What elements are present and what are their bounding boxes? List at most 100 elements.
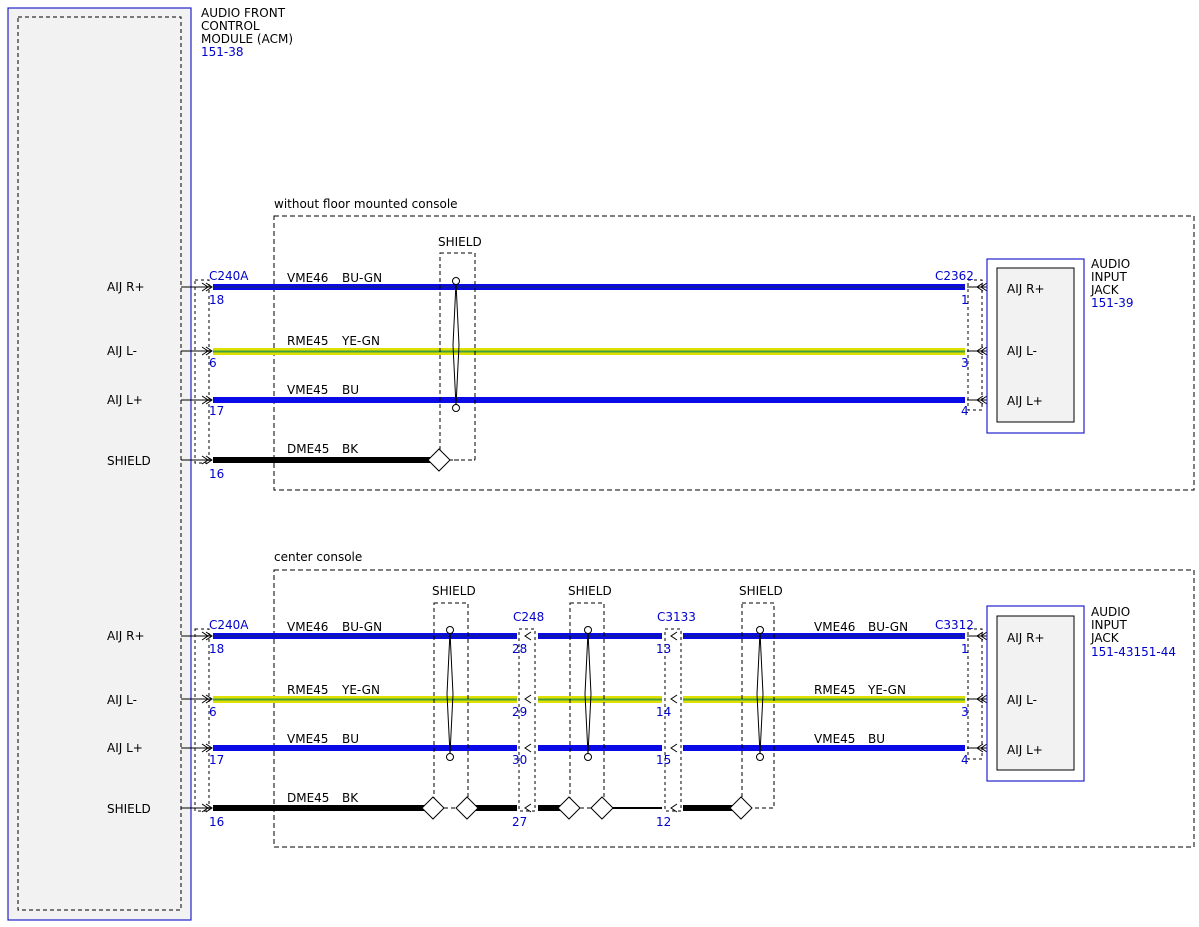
acm-module-border xyxy=(7,7,192,921)
shield-drain-icon xyxy=(455,796,479,820)
jack-pin-label: AIJ R+ xyxy=(1007,282,1045,296)
shield-label: SHIELD xyxy=(432,584,476,598)
wire-dme45-bk xyxy=(538,805,568,811)
wire-dme45-bk xyxy=(213,805,430,811)
shield-label: SHIELD xyxy=(438,235,482,249)
jack-name-line2: INPUT xyxy=(1091,270,1128,284)
connector-c240a-outline xyxy=(194,628,210,812)
color-label: BU xyxy=(342,732,359,746)
audio-jack-body xyxy=(996,615,1075,771)
wire-dme45-bk xyxy=(472,805,517,811)
pin-number: 27 xyxy=(512,815,527,829)
acm-pin-label: AIJ R+ xyxy=(107,280,145,294)
wire-vme45-bu xyxy=(213,745,517,751)
pin-number: 17 xyxy=(209,753,224,767)
connector-label: C248 xyxy=(513,610,544,624)
connector-label: C240A xyxy=(209,269,249,283)
pin-number: 12 xyxy=(656,815,671,829)
acm-pin-label: SHIELD xyxy=(107,454,151,468)
pin-number: 30 xyxy=(512,753,527,767)
connector-label: C2362 xyxy=(935,269,974,283)
section-title: without floor mounted console xyxy=(274,197,458,211)
pin-number: 6 xyxy=(209,705,217,719)
twisted-pair-icon xyxy=(452,282,460,407)
color-label: BU xyxy=(868,732,885,746)
shield-drain-icon xyxy=(729,796,753,820)
pin-number: 4 xyxy=(961,753,969,767)
jack-name-line3: JACK xyxy=(1090,283,1120,297)
connector-arrow-icon xyxy=(976,743,988,753)
acm-pin-label: AIJ R+ xyxy=(107,629,145,643)
color-label: BU-GN xyxy=(342,620,382,634)
section-outline xyxy=(273,569,1195,848)
shield-outline xyxy=(741,602,775,809)
twisted-pair-icon xyxy=(446,631,454,755)
connector-arrow-icon xyxy=(976,694,988,704)
shield-outline xyxy=(433,602,469,809)
circuit-label: RME45 xyxy=(814,683,856,697)
twisted-pair-end-icon xyxy=(756,626,764,634)
acm-pin-label: AIJ L- xyxy=(107,693,137,707)
connector-c3312-outline xyxy=(967,628,983,760)
section-center-console: center console AIJ R+ AIJ L- AIJ L+ SHIE… xyxy=(107,550,1195,848)
acm-pin-label: AIJ L+ xyxy=(107,393,143,407)
shield-drain-icon xyxy=(590,796,614,820)
acm-module-inner-outline xyxy=(17,16,182,911)
connector-arrow-icon xyxy=(976,631,988,641)
connector-arrow-icon xyxy=(201,743,213,753)
connector-arrow-icon xyxy=(976,395,988,405)
pin-number: 13 xyxy=(656,642,671,656)
circuit-label: RME45 xyxy=(287,334,329,348)
shield-outline xyxy=(569,602,605,809)
pin-number: 16 xyxy=(209,467,224,481)
connector-arrow-icon xyxy=(670,631,678,641)
circuit-label: VME45 xyxy=(287,732,328,746)
shield-label: SHIELD xyxy=(739,584,783,598)
pin-number: 15 xyxy=(656,753,671,767)
connector-c2362-outline xyxy=(967,279,983,411)
pin-number: 29 xyxy=(512,705,527,719)
circuit-label: VME45 xyxy=(814,732,855,746)
shield-drain-icon xyxy=(421,796,445,820)
twisted-pair-end-icon xyxy=(584,626,592,634)
section-without-floor-console: without floor mounted console AIJ R+ AIJ… xyxy=(107,197,1195,491)
twisted-pair-end-icon xyxy=(452,404,460,412)
color-label: YE-GN xyxy=(341,683,380,697)
color-label: BU xyxy=(342,383,359,397)
jack-name-line1: AUDIO xyxy=(1091,257,1130,271)
twisted-pair-end-icon xyxy=(756,753,764,761)
connector-label: C3312 xyxy=(935,618,974,632)
jack-pin-label: AIJ L- xyxy=(1007,693,1037,707)
jack-name-line2: INPUT xyxy=(1091,618,1128,632)
jack-name-line3: JACK xyxy=(1090,631,1120,645)
connector-arrow-icon xyxy=(201,694,213,704)
pin-number: 16 xyxy=(209,815,224,829)
pin-number: 14 xyxy=(656,705,671,719)
circuit-label: DME45 xyxy=(287,442,329,456)
twisted-pair-end-icon xyxy=(446,753,454,761)
connector-arrow-icon xyxy=(201,346,213,356)
jack-pin-label: AIJ L+ xyxy=(1007,394,1043,408)
color-label: YE-GN xyxy=(341,334,380,348)
wire-vme45-bu xyxy=(683,745,965,751)
acm-pin-label: AIJ L- xyxy=(107,344,137,358)
connector-c240a-outline xyxy=(194,279,210,464)
section-title: center console xyxy=(274,550,362,564)
pin-number: 28 xyxy=(512,642,527,656)
color-label: BU-GN xyxy=(342,271,382,285)
jack-ref: 151-43151-44 xyxy=(1091,645,1176,659)
pin-number: 3 xyxy=(961,705,969,719)
connector-arrow-icon xyxy=(524,743,532,753)
connector-arrow-icon xyxy=(201,395,213,405)
pin-number: 4 xyxy=(961,404,969,418)
connector-c3133-outline xyxy=(664,628,682,812)
circuit-label: VME45 xyxy=(287,383,328,397)
acm-pin-label: SHIELD xyxy=(107,802,151,816)
connector-label: C240A xyxy=(209,618,249,632)
jack-ref: 151-39 xyxy=(1091,296,1134,310)
acm-module: AUDIO FRONT CONTROL MODULE (ACM) 151-38 xyxy=(7,6,293,921)
connector-arrow-icon xyxy=(201,631,213,641)
connector-arrow-icon xyxy=(524,631,532,641)
acm-name-line2: CONTROL xyxy=(201,19,260,33)
